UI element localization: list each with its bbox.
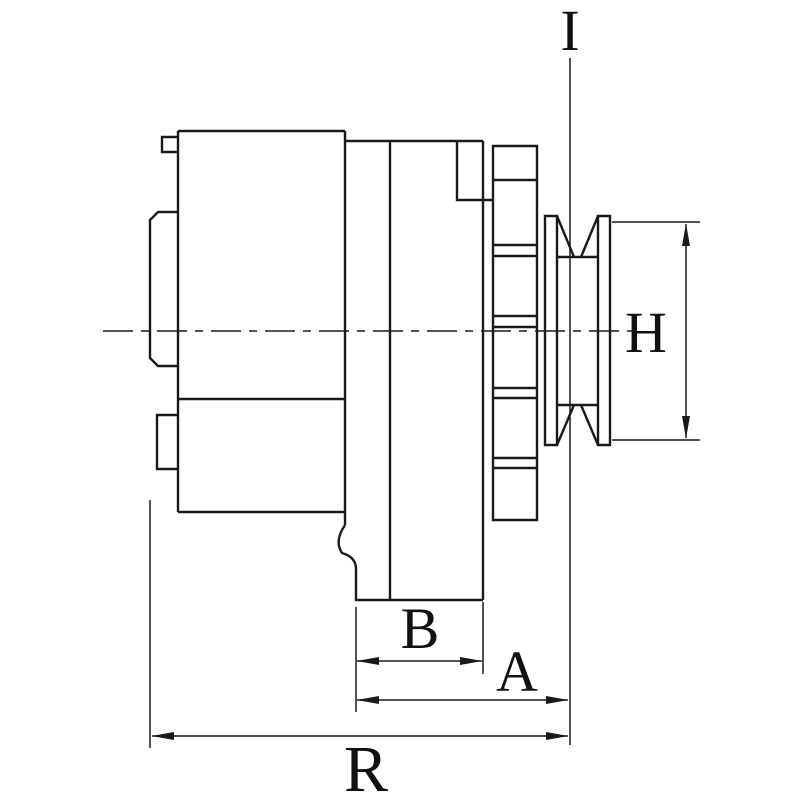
dimension-H-extension-lines (612, 221, 700, 441)
dimension-label-I: I (560, 0, 579, 63)
dimension-B: B (355, 596, 484, 712)
dimension-label-H: H (625, 300, 667, 365)
stator-band (343, 131, 483, 600)
dimension-A: A (356, 639, 569, 704)
rear-housing (148, 129, 345, 514)
pulley-section (543, 214, 612, 447)
dimension-label-B: B (401, 596, 440, 661)
dimension-label-R: R (344, 733, 388, 800)
dimension-B-extension-lines (355, 602, 484, 712)
pulley-groove (555, 215, 600, 446)
dimension-H: H (612, 221, 700, 441)
fan-section (491, 144, 539, 522)
dimension-label-A: A (496, 639, 538, 704)
dimension-R: R (149, 500, 569, 800)
fan-outline (491, 144, 539, 522)
mounting-foot (337, 524, 483, 602)
alternator-outline (148, 129, 493, 602)
dimension-I: I (560, 0, 580, 745)
front-housing (455, 141, 493, 600)
fan-blade-slots (493, 178, 537, 470)
